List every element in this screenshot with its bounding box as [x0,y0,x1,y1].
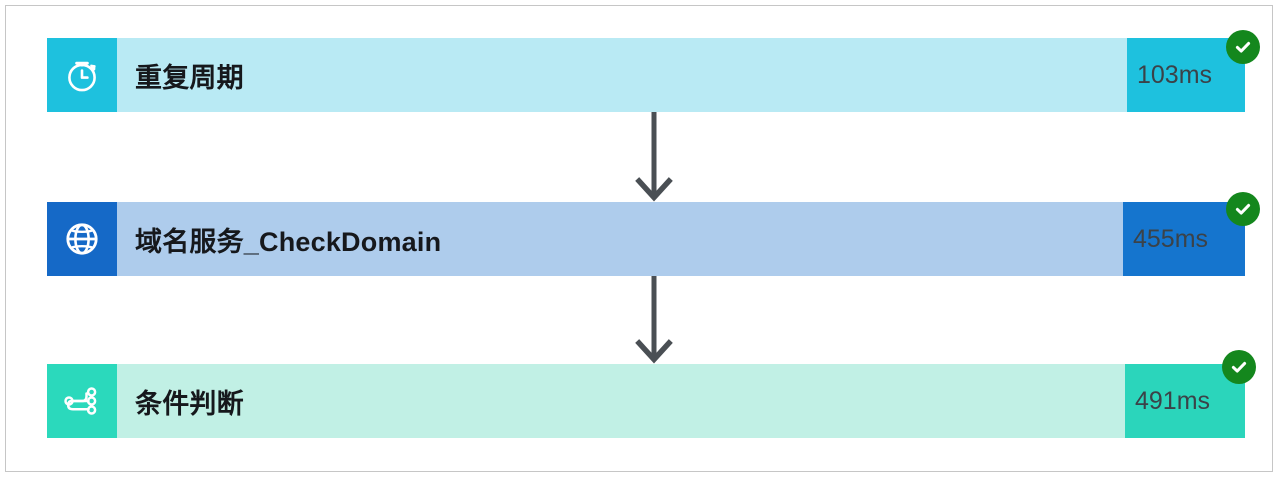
step-2-icon-block [47,202,117,276]
step-1-body: 重复周期 [117,38,1127,112]
step-1-icon-block [47,38,117,112]
step-2-status-badge [1226,192,1260,226]
step-2-duration: 455ms [1123,202,1245,276]
branch-condition-icon [61,380,103,422]
step-3-status-badge [1222,350,1256,384]
step-3-icon-block [47,364,117,438]
check-circle-icon [1228,356,1250,378]
step-1-duration: 103ms [1127,38,1245,112]
check-circle-icon [1232,198,1254,220]
workflow-step-2[interactable]: 域名服务_CheckDomain 455ms [47,202,1245,276]
step-2-body: 域名服务_CheckDomain [117,202,1123,276]
step-3-title: 条件判断 [135,388,244,419]
step-1-status-badge [1226,30,1260,64]
step-1-title: 重复周期 [135,62,244,93]
arrow-down-icon [628,112,680,204]
connector-1 [628,112,680,204]
step-3-body: 条件判断 [117,364,1125,438]
connector-2 [628,276,680,366]
workflow-step-3[interactable]: 条件判断 491ms [47,364,1245,438]
check-circle-icon [1232,36,1254,58]
arrow-down-icon [628,276,680,366]
step-2-title: 域名服务_CheckDomain [135,226,442,257]
stopwatch-icon [62,55,102,95]
workflow-step-1[interactable]: 重复周期 103ms [47,38,1245,112]
globe-icon [61,218,103,260]
